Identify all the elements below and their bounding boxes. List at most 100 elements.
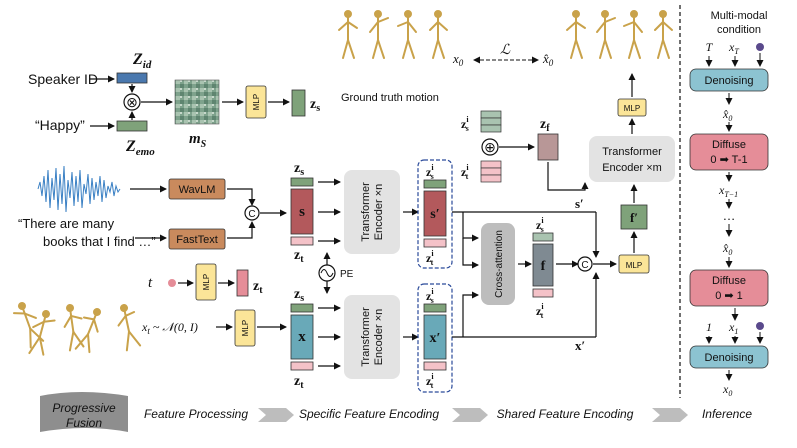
fusion-label-2: Fusion [66, 416, 102, 430]
x0-label: x0 [452, 51, 464, 68]
zf-label: zf [540, 117, 550, 134]
text-input-line2: books that I find …” [43, 234, 156, 249]
z-emo-label: Zemo [125, 138, 155, 158]
zs-i-bar-f [532, 232, 554, 242]
zf-box [537, 133, 559, 161]
progressive-fusion-flag [40, 392, 128, 432]
cross-attention-label: Cross-attention [494, 230, 505, 298]
mlp-output-label: MLP [624, 104, 640, 113]
s-prime-label: s′ [430, 207, 439, 222]
f-feature-box [532, 243, 554, 287]
z-emo-bar [116, 120, 148, 132]
audio-waveform [37, 165, 121, 213]
stage-specific-encoding: Specific Feature Encoding [299, 407, 439, 421]
inference-x0hat-2: x̂0 [722, 241, 732, 257]
encoder-s-label: TransformerEncoder ×n [360, 182, 385, 242]
concat-left-symbol: C [248, 209, 255, 220]
zt-bar-x [290, 361, 314, 371]
zt-mid-label: zt [253, 279, 263, 296]
zt-x-label: zt [294, 374, 304, 391]
denoising-bottom-label: Denoising [705, 352, 754, 364]
speaker-id-label: Speaker ID [28, 71, 98, 87]
s-prime-box [423, 190, 447, 237]
noisy-skeletons [12, 302, 142, 356]
condition-dot-bottom [756, 322, 764, 330]
mlp-timestep-label: MLP [202, 274, 211, 290]
inference-x0hat-1: x̂0 [722, 107, 732, 123]
s-prime-group [417, 159, 453, 269]
oplus-node [481, 138, 499, 156]
inference-xT1-label: xT−1 [718, 183, 738, 199]
fasttext-module [168, 228, 226, 250]
generated-skeletons [566, 10, 673, 59]
mlp-output [617, 98, 647, 117]
f-prime-box [620, 204, 648, 230]
zt-s-label: zt [294, 248, 304, 265]
stage-shared-encoding: Shared Feature Encoding [497, 407, 634, 421]
wavlm-module [168, 178, 226, 200]
zt-bar-s [290, 236, 314, 246]
inference-T-label: T [706, 40, 714, 54]
zs-i-bar-x [423, 303, 447, 313]
zs-i-stack [480, 110, 502, 133]
x-prime-box [423, 314, 447, 360]
zs-s-label: zs [294, 161, 304, 178]
condition-dot-top [756, 43, 764, 51]
loss-symbol: ℒ [500, 43, 511, 58]
stage-feature-processing: Feature Processing [144, 407, 248, 421]
diffuse-2-range: 0 ➡ 1 [715, 290, 743, 302]
t-dot [168, 279, 176, 287]
inference-title-1: Multi-modal [711, 10, 768, 22]
z-id-label: Zid [132, 51, 152, 71]
diffuse-1-label: Diffuse [712, 139, 746, 151]
emotion-label: “Happy” [35, 117, 85, 133]
t-input-label: t [148, 275, 153, 291]
stage-chevron-2 [452, 408, 488, 422]
x0hat-label: x̂0 [542, 51, 554, 68]
zt-box-mid [236, 269, 249, 297]
encoder-m-label1: Transformer [602, 146, 662, 158]
zs-box-top [291, 89, 306, 117]
oplus-symbol: ⊕ [484, 139, 496, 155]
mlp-speaker [245, 85, 267, 119]
mlp-noise-label: MLP [241, 320, 250, 336]
diffuse-step-1 [689, 133, 769, 171]
inference-one-label: 1 [706, 320, 712, 334]
x-prime-route-label: x′ [575, 338, 585, 353]
stage-inference: Inference [702, 407, 752, 421]
zt-i-bar-f [532, 288, 554, 298]
zt-i-bar-x [423, 361, 447, 371]
x-feature-label: x [298, 329, 306, 345]
s-feature-box [290, 188, 314, 235]
zt-i-bar-s [423, 238, 447, 248]
diffuse-2-label: Diffuse [712, 275, 746, 287]
x-feature-box [290, 314, 314, 360]
cross-attention-module [481, 223, 515, 305]
inference-dots: … [723, 208, 736, 223]
stage-chevron-3 [652, 408, 688, 422]
pe-label: PE [340, 269, 354, 280]
inference-title-2: condition [717, 24, 761, 36]
mlp-timestep [195, 263, 217, 301]
denoising-step-top [689, 68, 769, 92]
otimes-node [123, 93, 141, 111]
zs-bar-x [290, 303, 314, 313]
zs-top-label: zs [310, 97, 320, 114]
mlp-speaker-label: MLP [252, 94, 261, 110]
mlp-fusion-label: MLP [626, 261, 642, 270]
denoising-top-label: Denoising [705, 75, 754, 87]
concat-node-right [577, 256, 593, 272]
diffuse-1-range: 0 ➡ T-1 [710, 154, 747, 166]
otimes-symbol: ⊗ [126, 94, 138, 110]
fasttext-label: FastText [176, 234, 218, 246]
transformer-encoder-x [344, 295, 400, 379]
